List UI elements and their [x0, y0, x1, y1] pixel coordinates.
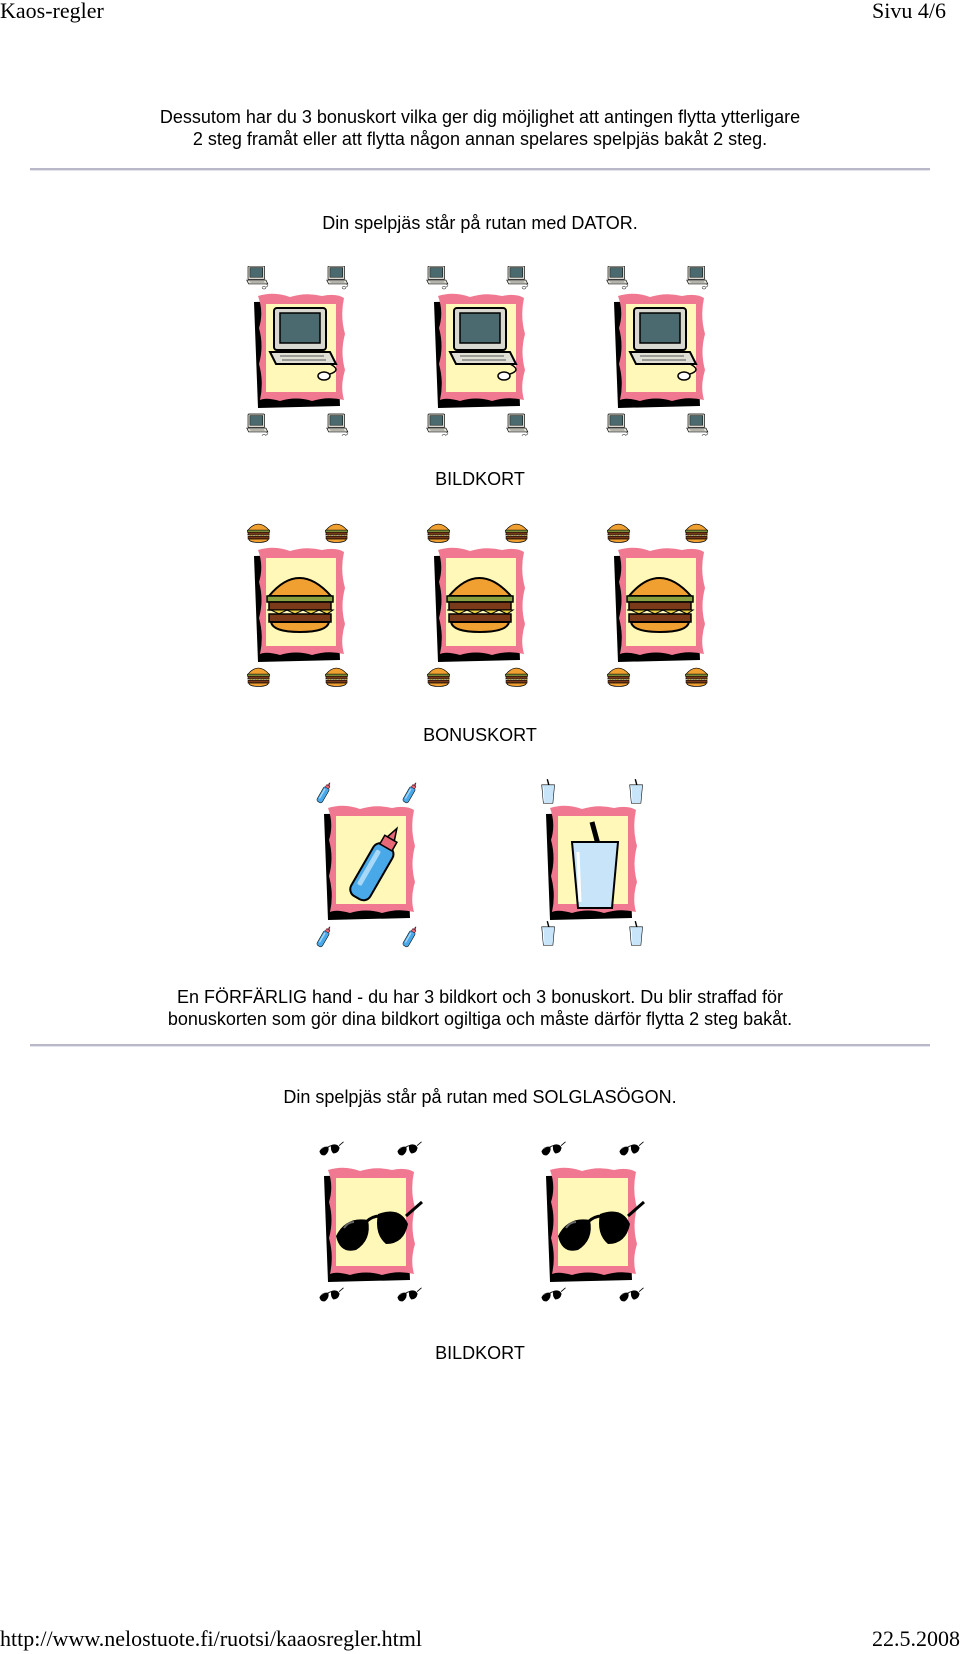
computer-card [604, 266, 714, 436]
sunglasses-icon [541, 1141, 646, 1302]
sunglasses-icon [319, 1141, 424, 1302]
hamburger-icon [426, 523, 529, 687]
hamburger-card [244, 520, 354, 690]
source-url[interactable]: http://www.nelostuote.fi/ruotsi/kaaosreg… [0, 1626, 423, 1651]
bildkort-label: BILDKORT [435, 1343, 525, 1363]
document-title: Kaos-regler [0, 0, 104, 23]
penalty-line-1: En FÖRFÄRLIG hand - du har 3 bildkort oc… [177, 987, 783, 1007]
hamburger-icon [606, 523, 709, 687]
hamburger-icon [246, 523, 349, 687]
sunglasses-card [536, 1140, 646, 1310]
bonus-intro-line-2: 2 steg framåt eller att flytta någon ann… [192, 129, 768, 149]
penalty-paragraph: En FÖRFÄRLIG hand - du har 3 bildkort oc… [30, 986, 930, 1030]
print-date: 22.5.2008 [872, 1626, 960, 1651]
computer-icon [426, 266, 529, 436]
sunglasses-position-text: Din spelpjäs står på rutan med SOLGLASÖG… [283, 1087, 677, 1107]
computer-card [424, 266, 534, 436]
bonus-intro-line-1: Dessutom har du 3 bonuskort vilka ger di… [159, 107, 801, 127]
divider [30, 1044, 930, 1047]
bonus-intro-paragraph: Dessutom har du 3 bonuskort vilka ger di… [30, 106, 930, 150]
dator-position-text: Din spelpjäs står på rutan med DATOR. [322, 213, 638, 233]
bottle-card [314, 778, 424, 948]
drinking-glass-icon [540, 778, 644, 946]
sunglasses-card [314, 1140, 424, 1310]
divider [30, 168, 930, 171]
computer-card [244, 266, 354, 436]
computer-icon [246, 266, 349, 436]
page-number: Sivu 4/6 [872, 0, 946, 23]
hamburger-card [604, 520, 714, 690]
bonuskort-label: BONUSKORT [423, 725, 537, 745]
bottle-icon [315, 780, 419, 948]
penalty-line-2: bonuskorten som gör dina bildkort ogilti… [167, 1009, 793, 1029]
hamburger-card [424, 520, 534, 690]
glass-card [536, 778, 646, 948]
computer-icon [606, 266, 709, 436]
bildkort-label: BILDKORT [435, 469, 525, 489]
